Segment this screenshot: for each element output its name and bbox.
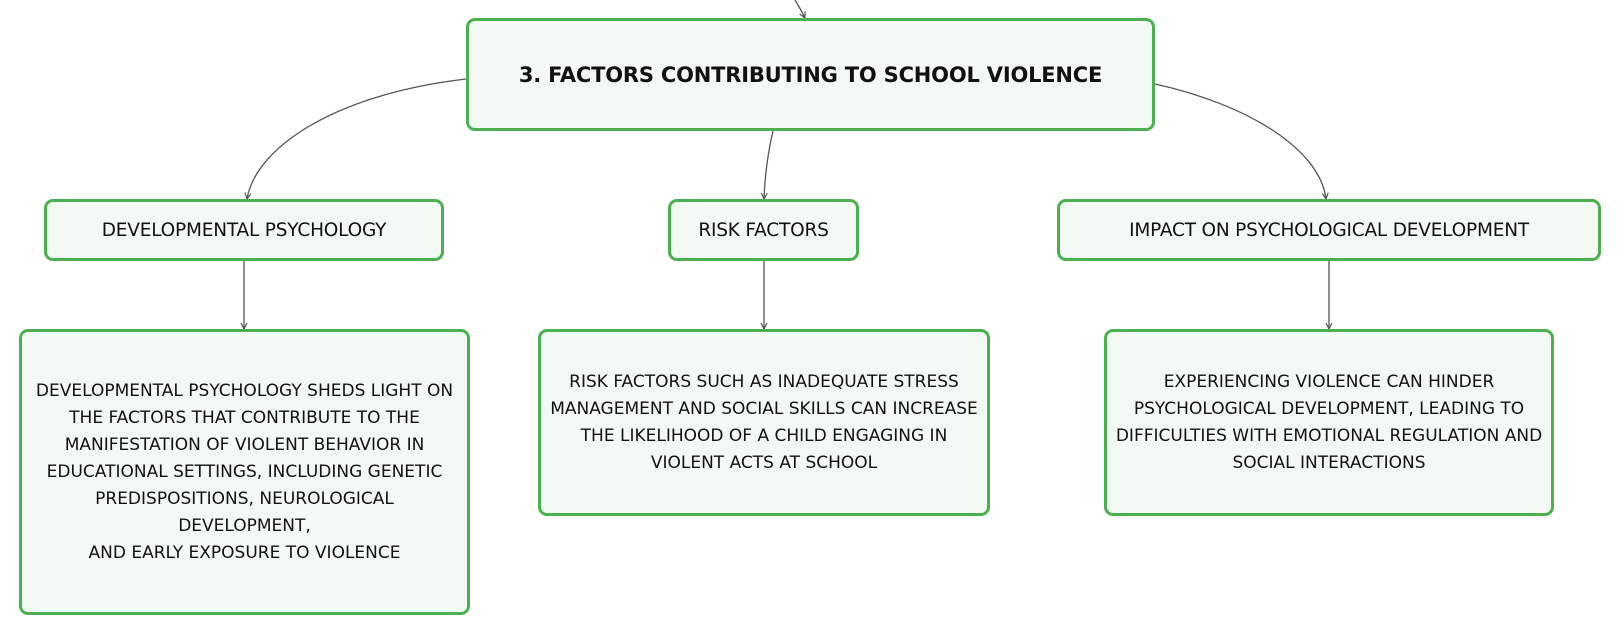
detail-text: EXPERIENCING VIOLENCE CAN HINDER PSYCHOL… xyxy=(1116,369,1542,477)
detail-line: EDUCATIONAL SETTINGS, INCLUDING GENETIC xyxy=(46,461,443,482)
detail-line: AND EARLY EXPOSURE TO VIOLENCE xyxy=(88,542,401,563)
detail-line: MANAGEMENT AND SOCIAL SKILLS CAN INCREAS… xyxy=(550,398,978,419)
detail-line: MANIFESTATION OF VIOLENT BEHAVIOR IN xyxy=(64,434,425,455)
subtopic-developmental-psychology[interactable]: DEVELOPMENTAL PSYCHOLOGY xyxy=(44,199,444,261)
detail-impact-on-psychological-development[interactable]: EXPERIENCING VIOLENCE CAN HINDER PSYCHOL… xyxy=(1104,329,1554,516)
incoming-connector xyxy=(794,0,805,18)
detail-line: VIOLENT ACTS AT SCHOOL xyxy=(650,452,878,473)
detail-text: RISK FACTORS SUCH AS INADEQUATE STRESS M… xyxy=(550,369,978,477)
detail-line: EXPERIENCING VIOLENCE CAN HINDER xyxy=(1163,371,1495,392)
connector-root-to-risk-factors xyxy=(764,130,774,199)
detail-line: DIFFICULTIES WITH EMOTIONAL REGULATION A… xyxy=(1115,425,1543,446)
subtopic-label: DEVELOPMENTAL PSYCHOLOGY xyxy=(101,219,387,241)
detail-risk-factors[interactable]: RISK FACTORS SUCH AS INADEQUATE STRESS M… xyxy=(538,329,990,516)
detail-line: THE FACTORS THAT CONTRIBUTE TO THE xyxy=(69,407,420,428)
connector-root-to-developmental-psychology xyxy=(247,78,467,199)
connector-root-to-impact xyxy=(1154,83,1326,199)
detail-line: PSYCHOLOGICAL DEVELOPMENT, LEADING TO xyxy=(1133,398,1525,419)
subtopic-impact-on-psychological-development[interactable]: IMPACT ON PSYCHOLOGICAL DEVELOPMENT xyxy=(1057,199,1601,261)
detail-line: SOCIAL INTERACTIONS xyxy=(1232,452,1426,473)
subtopic-label: IMPACT ON PSYCHOLOGICAL DEVELOPMENT xyxy=(1129,219,1529,241)
detail-developmental-psychology[interactable]: DEVELOPMENTAL PSYCHOLOGY SHEDS LIGHT ON … xyxy=(19,329,470,615)
root-topic-label: 3. FACTORS CONTRIBUTING TO SCHOOL VIOLEN… xyxy=(518,62,1103,87)
detail-line: DEVELOPMENTAL PSYCHOLOGY SHEDS LIGHT ON xyxy=(35,380,454,401)
detail-text: DEVELOPMENTAL PSYCHOLOGY SHEDS LIGHT ON … xyxy=(30,378,459,567)
detail-line: RISK FACTORS SUCH AS INADEQUATE STRESS xyxy=(569,371,959,392)
root-topic-node[interactable]: 3. FACTORS CONTRIBUTING TO SCHOOL VIOLEN… xyxy=(466,18,1155,131)
detail-line: THE LIKELIHOOD OF A CHILD ENGAGING IN xyxy=(580,425,948,446)
detail-line: PREDISPOSITIONS, NEUROLOGICAL DEVELOPMEN… xyxy=(95,488,394,536)
subtopic-label: RISK FACTORS xyxy=(698,219,829,241)
subtopic-risk-factors[interactable]: RISK FACTORS xyxy=(668,199,859,261)
